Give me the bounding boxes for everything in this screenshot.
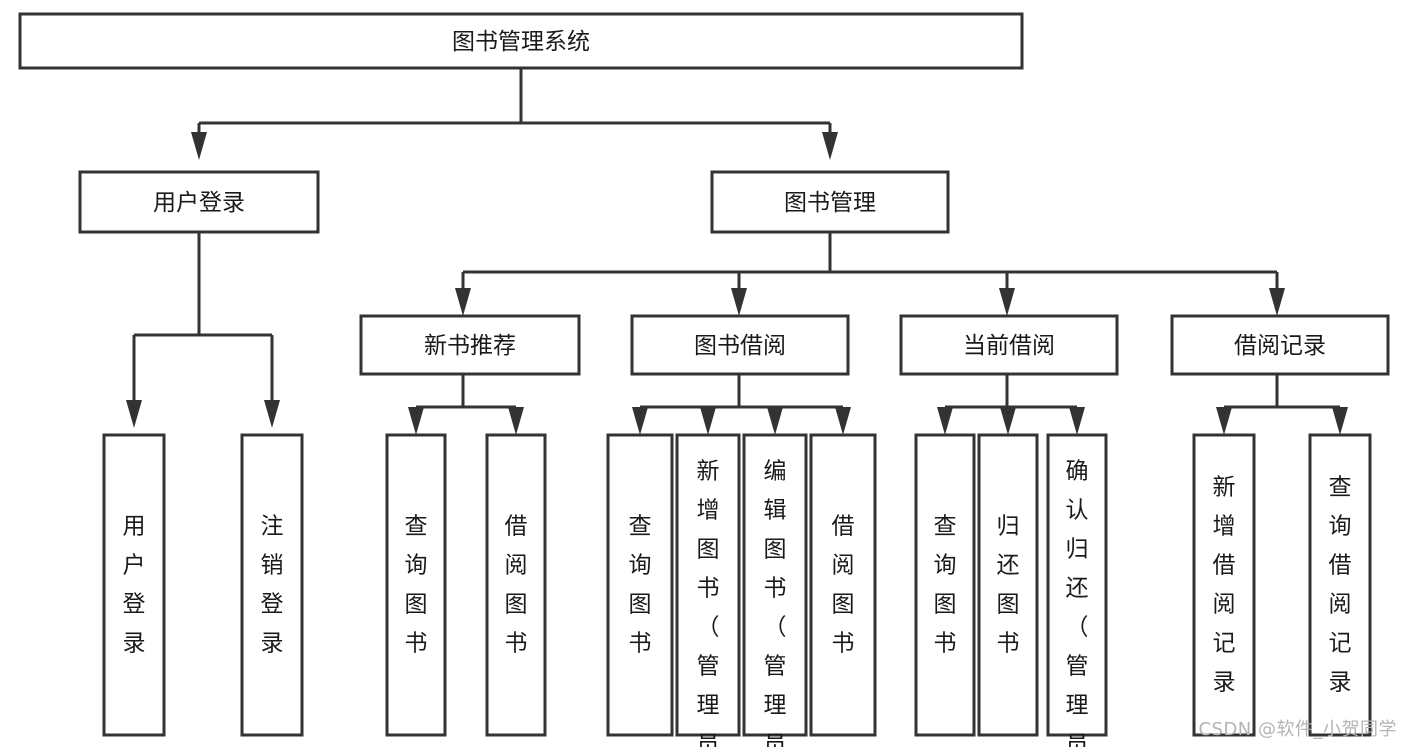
node-leaf-borrow-book-recommend-label: 借阅图书: [505, 514, 528, 657]
node-leaf-query-book-recommend-box[interactable]: [385, 433, 447, 737]
node-book-borrow[interactable]: 图书借阅: [630, 314, 850, 376]
node-leaf-add-borrow-record[interactable]: 新增借阅记录: [1192, 433, 1256, 737]
node-leaf-confirm-return-box[interactable]: [1046, 433, 1108, 737]
arrow-head-current-leaf-2: [1000, 407, 1016, 435]
connector-layer: [126, 68, 1348, 435]
node-user-login-label: 用户登录: [153, 190, 245, 216]
node-leaf-confirm-return[interactable]: 确认归还（管理员）: [1046, 433, 1108, 747]
node-leaf-return-book-label: 归还图书: [997, 514, 1020, 657]
node-book-borrow-box[interactable]: [630, 314, 850, 376]
node-borrow-record-label: 借阅记录: [1234, 333, 1326, 359]
node-new-book-recommend-label: 新书推荐: [424, 333, 516, 359]
node-borrow-record[interactable]: 借阅记录: [1170, 314, 1390, 376]
node-leaf-edit-book[interactable]: 编辑图书（管理员）: [742, 433, 808, 747]
node-leaf-query-book-current-box[interactable]: [914, 433, 976, 737]
arrow-head-bookmgmt: [822, 132, 838, 160]
node-leaf-user-login-box[interactable]: [102, 433, 166, 737]
node-leaf-return-book[interactable]: 归还图书: [977, 433, 1039, 737]
node-leaf-add-book[interactable]: 新增图书（管理员）: [675, 433, 741, 747]
node-root[interactable]: 图书管理系统: [18, 12, 1024, 70]
node-book-borrow-label: 图书借阅: [694, 333, 786, 359]
node-current-borrow-label: 当前借阅: [963, 333, 1055, 359]
node-leaf-query-book-recommend-label: 查询图书: [405, 514, 428, 657]
arrow-head-user-login-leaf: [126, 400, 142, 428]
node-leaf-borrow-book-recommend-box[interactable]: [485, 433, 547, 737]
node-leaf-confirm-return-label: 确认归还（管理员）: [1066, 459, 1089, 747]
node-leaf-return-book-box[interactable]: [977, 433, 1039, 737]
node-leaf-query-book-current-label: 查询图书: [934, 514, 957, 657]
node-user-login-box[interactable]: [78, 170, 320, 234]
node-leaf-query-book-recommend[interactable]: 查询图书: [385, 433, 447, 737]
arrow-head-current-borrow: [999, 288, 1015, 316]
arrow-head-borrow-leaf-1: [632, 407, 648, 435]
arrow-head-borrow-leaf-3: [767, 407, 783, 435]
node-leaf-query-book-borrow-box[interactable]: [606, 433, 674, 737]
node-leaf-add-borrow-record-box[interactable]: [1192, 433, 1256, 737]
node-leaf-query-book-current[interactable]: 查询图书: [914, 433, 976, 737]
arrow-head-record-leaf-2: [1332, 407, 1348, 435]
node-leaf-logout-box[interactable]: [240, 433, 304, 737]
node-leaf-user-login-label: 用户登录: [123, 514, 146, 657]
arrow-head-record-leaf-1: [1216, 407, 1232, 435]
node-leaf-edit-book-box[interactable]: [742, 433, 808, 737]
node-leaf-add-book-label: 新增图书（管理员）: [697, 459, 720, 747]
arrow-head-borrow-record: [1269, 288, 1285, 316]
node-borrow-record-box[interactable]: [1170, 314, 1390, 376]
arrow-head-current-leaf-3: [1069, 407, 1085, 435]
node-leaf-logout[interactable]: 注销登录: [240, 433, 304, 737]
node-leaf-borrow-book[interactable]: 借阅图书: [809, 433, 877, 737]
node-leaf-query-borrow-record-box[interactable]: [1308, 433, 1372, 737]
arrow-head-borrow-leaf-4: [835, 407, 851, 435]
node-new-book-recommend-box[interactable]: [359, 314, 581, 376]
arrow-head-new-book: [455, 288, 471, 316]
node-leaf-edit-book-label: 编辑图书（管理员）: [764, 459, 787, 747]
node-root-label: 图书管理系统: [452, 29, 590, 55]
arrow-head-current-leaf-1: [937, 407, 953, 435]
node-leaf-add-borrow-record-label: 新增借阅记录: [1213, 475, 1236, 696]
node-leaf-query-borrow-record[interactable]: 查询借阅记录: [1308, 433, 1372, 737]
node-leaf-query-borrow-record-label: 查询借阅记录: [1329, 475, 1352, 696]
node-book-management[interactable]: 图书管理: [710, 170, 950, 234]
node-book-management-label: 图书管理: [784, 190, 876, 216]
node-leaf-borrow-book-recommend[interactable]: 借阅图书: [485, 433, 547, 737]
node-user-login[interactable]: 用户登录: [78, 170, 320, 234]
node-root-box[interactable]: [18, 12, 1024, 70]
node-leaf-logout-label: 注销登录: [261, 514, 284, 657]
arrow-head-newbook-leaf-2: [508, 407, 524, 435]
csdn-watermark: CSDN @软件_小贺同学: [1198, 719, 1397, 740]
node-book-management-box[interactable]: [710, 170, 950, 234]
node-current-borrow[interactable]: 当前借阅: [899, 314, 1119, 376]
node-new-book-recommend[interactable]: 新书推荐: [359, 314, 581, 376]
arrow-head-newbook-leaf-1: [408, 407, 424, 435]
node-leaf-query-book-borrow[interactable]: 查询图书: [606, 433, 674, 737]
node-leaf-borrow-book-label: 借阅图书: [832, 514, 855, 657]
node-leaf-query-book-borrow-label: 查询图书: [629, 514, 652, 657]
node-leaf-borrow-book-box[interactable]: [809, 433, 877, 737]
arrow-head-logout-leaf: [264, 400, 280, 428]
node-leaf-add-book-box[interactable]: [675, 433, 741, 737]
node-current-borrow-box[interactable]: [899, 314, 1119, 376]
arrow-head-userlogin: [191, 132, 207, 160]
node-leaf-user-login[interactable]: 用户登录: [102, 433, 166, 737]
arrow-head-borrow-leaf-2: [700, 407, 716, 435]
arrow-head-book-borrow: [731, 288, 747, 316]
